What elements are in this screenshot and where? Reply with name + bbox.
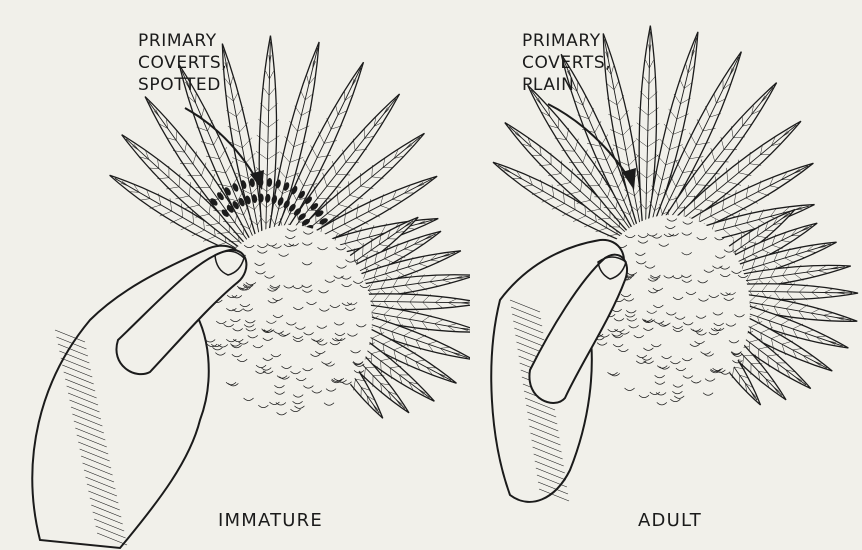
adult-wing-panel: PRIMARY COVERTS, PLAIN ADULT [470, 0, 862, 550]
adult-caption: ADULT [638, 510, 702, 531]
immature-wing-panel: PRIMARY COVERTS, SPOTTED IMMATURE [0, 0, 470, 550]
adult-callout-line-2: COVERTS, [522, 52, 611, 74]
immature-callout-line-1: PRIMARY [138, 30, 227, 52]
adult-callout-line-1: PRIMARY [522, 30, 611, 52]
immature-callout: PRIMARY COVERTS, SPOTTED [138, 30, 227, 96]
immature-callout-line-2: COVERTS, [138, 52, 227, 74]
immature-callout-line-3: SPOTTED [138, 74, 227, 96]
adult-callout: PRIMARY COVERTS, PLAIN [522, 30, 611, 96]
immature-wing-drawing [0, 0, 470, 550]
immature-caption: IMMATURE [218, 510, 323, 531]
adult-callout-line-3: PLAIN [522, 74, 611, 96]
